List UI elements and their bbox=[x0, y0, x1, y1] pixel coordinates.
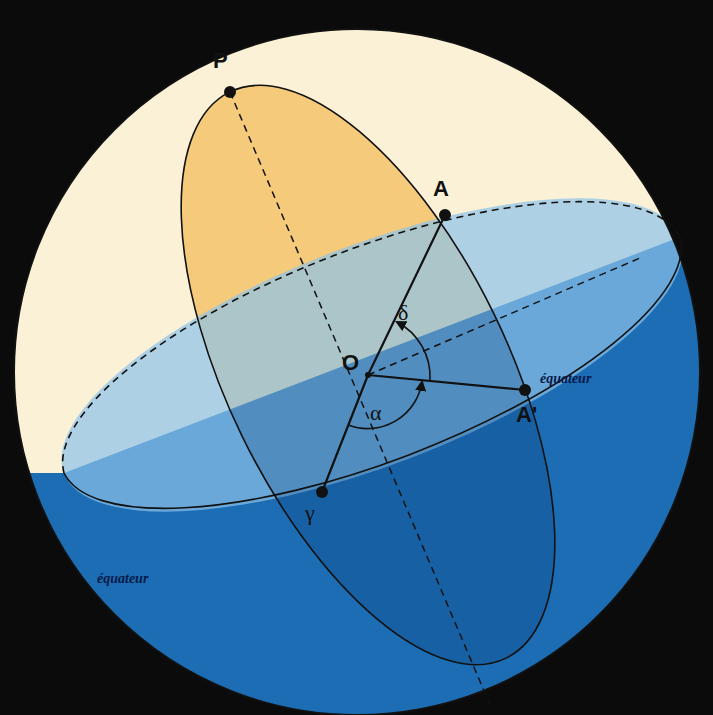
point-label: A' bbox=[516, 404, 537, 426]
point-label: P bbox=[213, 50, 228, 72]
equator-label: équateur bbox=[540, 372, 591, 386]
angle-label: δ bbox=[398, 302, 408, 324]
point-label: A bbox=[433, 178, 449, 200]
angle-label: α bbox=[370, 402, 382, 424]
point-label: γ bbox=[305, 502, 315, 524]
point-label: O bbox=[342, 352, 359, 374]
equator-label: équateur bbox=[97, 572, 148, 586]
